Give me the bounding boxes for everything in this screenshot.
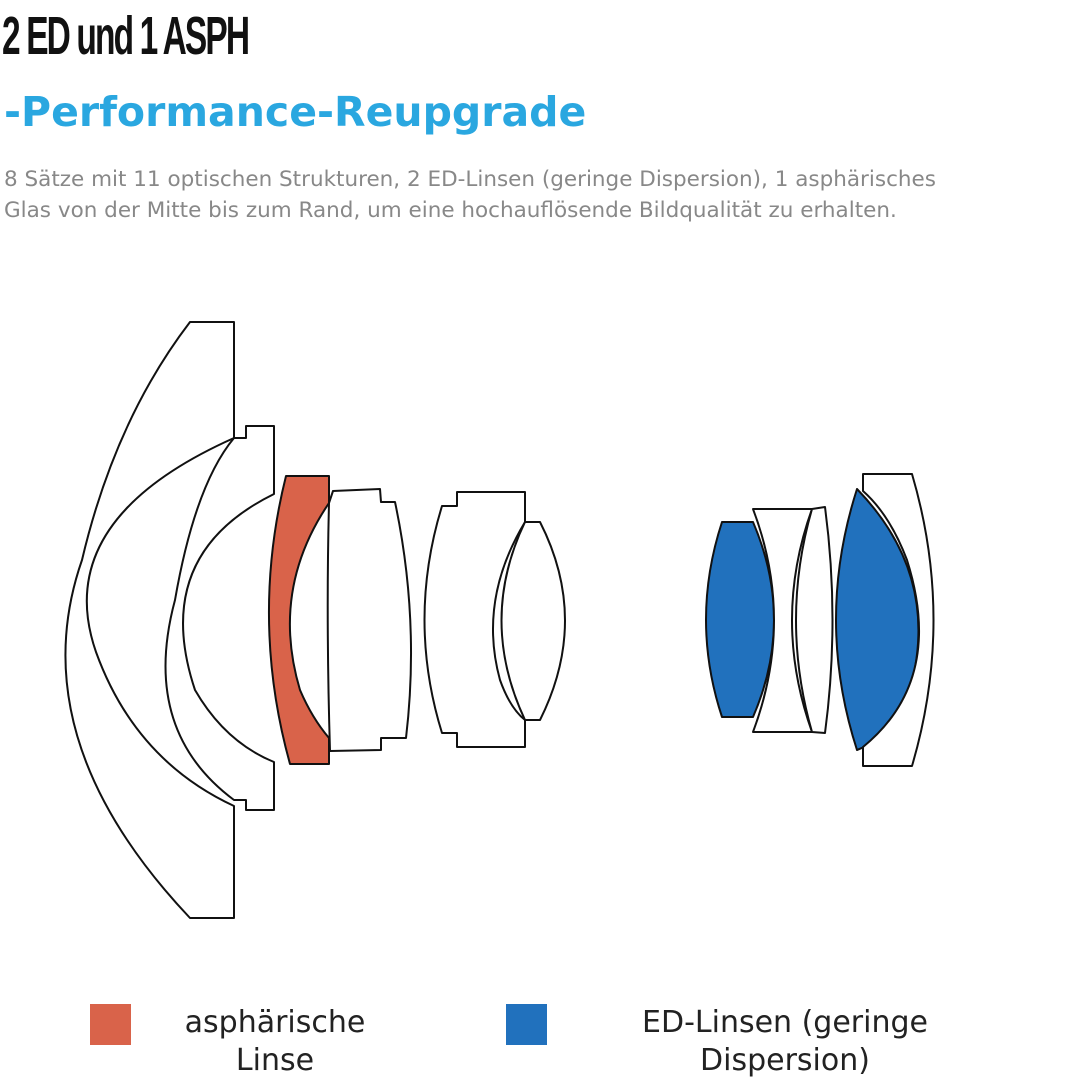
description-line-2: Glas von der Mitte bis zum Rand, um eine… bbox=[4, 198, 897, 223]
legend-label-aspherical: asphärische Linse bbox=[140, 1004, 410, 1080]
lens-element-11 bbox=[862, 473, 935, 767]
lens-element-9 bbox=[795, 506, 834, 734]
legend-swatch-aspherical bbox=[90, 1004, 131, 1045]
page-subtitle: -Performance-Reupgrade bbox=[4, 88, 587, 136]
description-line-1: 8 Sätze mit 11 optischen Strukturen, 2 E… bbox=[4, 167, 936, 192]
lens-element-2 bbox=[164, 425, 275, 811]
lens-element-6 bbox=[500, 521, 566, 721]
legend-label-aspherical-line-2: Linse bbox=[235, 1043, 315, 1078]
lens-element-1 bbox=[64, 321, 235, 919]
lens-element-4 bbox=[326, 488, 413, 752]
legend-label-ed-line-2: Dispersion) bbox=[700, 1043, 870, 1078]
description-text: 8 Sätze mit 11 optischen Strukturen, 2 E… bbox=[4, 164, 1080, 226]
legend-swatch-ed bbox=[506, 1004, 547, 1045]
legend-label-ed-line-1: ED-Linsen (geringe bbox=[642, 1005, 928, 1040]
aspherical-lens-element bbox=[268, 475, 330, 765]
page-title: 2 ED und 1 ASPH bbox=[2, 6, 250, 66]
ed-lens-element-1 bbox=[705, 521, 775, 718]
legend-label-ed: ED-Linsen (geringe Dispersion) bbox=[610, 1004, 960, 1080]
lens-element-5 bbox=[423, 491, 526, 748]
legend-label-aspherical-line-1: asphärische bbox=[184, 1005, 366, 1040]
